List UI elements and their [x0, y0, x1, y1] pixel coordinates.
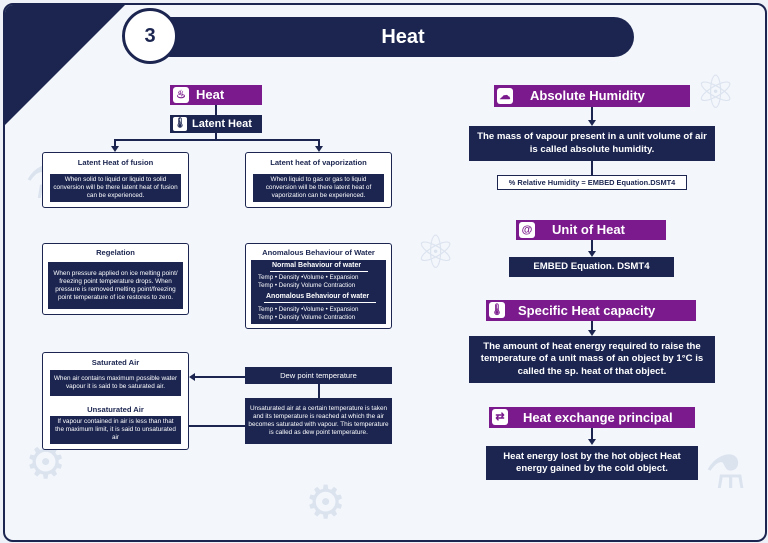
heat-exchange-tag: ⇄ Heat exchange principal	[489, 407, 695, 428]
specific-heat-text: The amount of heat energy required to ra…	[469, 336, 715, 383]
normal-line-2: Temp • Density Volume Contraction	[258, 282, 356, 289]
unit-icon: @	[519, 222, 535, 238]
title-bar	[150, 17, 634, 57]
dew-point-label: Dew point temperature	[245, 367, 392, 384]
regelation-text: When pressure applied on ice melting poi…	[48, 262, 183, 309]
anomalous-line-2: Temp • Density Volume Contraction	[258, 314, 356, 321]
saturated-title: Saturated Air	[91, 358, 140, 367]
fusion-text: When solid to liquid or liquid to solid …	[50, 174, 181, 202]
fusion-title: Latent Heat of fusion	[77, 158, 154, 167]
dew-point-text: Unsaturated air at a certain temperature…	[245, 398, 392, 444]
vaporization-title: Latent heat of vaporization	[270, 158, 367, 167]
gear-doodle-icon-2: ⚙	[305, 475, 347, 529]
normal-line-1: Temp • Density •Volume • Expansion	[258, 274, 359, 281]
vaporization-text: When liquid to gas or gas to liquid conv…	[253, 174, 384, 202]
specific-heat-tag: 🌡 Specific Heat capacity	[486, 300, 696, 321]
anomalous-title: Anomalous Behaviour of Water	[262, 248, 375, 257]
page-title: Heat	[381, 26, 425, 48]
exchange-icon: ⇄	[492, 409, 508, 425]
normal-behaviour-title: Normal Behaviour of water	[272, 262, 362, 269]
chapter-number: 3	[122, 8, 178, 64]
heat-exchange-text: Heat energy lost by the hot object Heat …	[486, 446, 698, 480]
unit-of-heat-text: EMBED Equation. DSMT4	[509, 257, 674, 277]
anomalous-behaviour-title: Anomalous Behaviour of water	[266, 293, 370, 300]
saturated-text: When air contains maximum possible water…	[50, 370, 181, 396]
atom-doodle-icon-2: ⚛	[415, 225, 457, 279]
regelation-title: Regelation	[96, 248, 135, 257]
relative-humidity-formula: % Relative Humidity = EMBED Equation.DSM…	[497, 175, 687, 190]
humidity-icon: ☁	[497, 88, 513, 104]
anomalous-line-1: Temp • Density •Volume • Expansion	[258, 306, 359, 313]
thermometer-icon-2: 🌡	[489, 302, 505, 318]
flask-doodle-icon-2: ⚗	[705, 445, 747, 499]
latent-heat-tag: 🌡 Latent Heat	[170, 115, 262, 133]
unit-of-heat-tag: @ Unit of Heat	[516, 220, 666, 240]
thermometer-icon: 🌡	[173, 117, 187, 131]
atom-doodle-icon: ⚛	[695, 65, 737, 119]
corner-decoration	[5, 5, 125, 125]
absolute-humidity-text: The mass of vapour present in a unit vol…	[469, 126, 715, 161]
anomalous-panel	[251, 260, 386, 324]
unsaturated-text: If vapour contained in air is less than …	[50, 416, 181, 444]
absolute-humidity-tag: ☁ Absolute Humidity	[494, 85, 690, 107]
unsaturated-title: Unsaturated Air	[87, 405, 144, 414]
flame-icon: ♨	[173, 87, 189, 103]
heat-tag: ♨ Heat	[170, 85, 262, 105]
